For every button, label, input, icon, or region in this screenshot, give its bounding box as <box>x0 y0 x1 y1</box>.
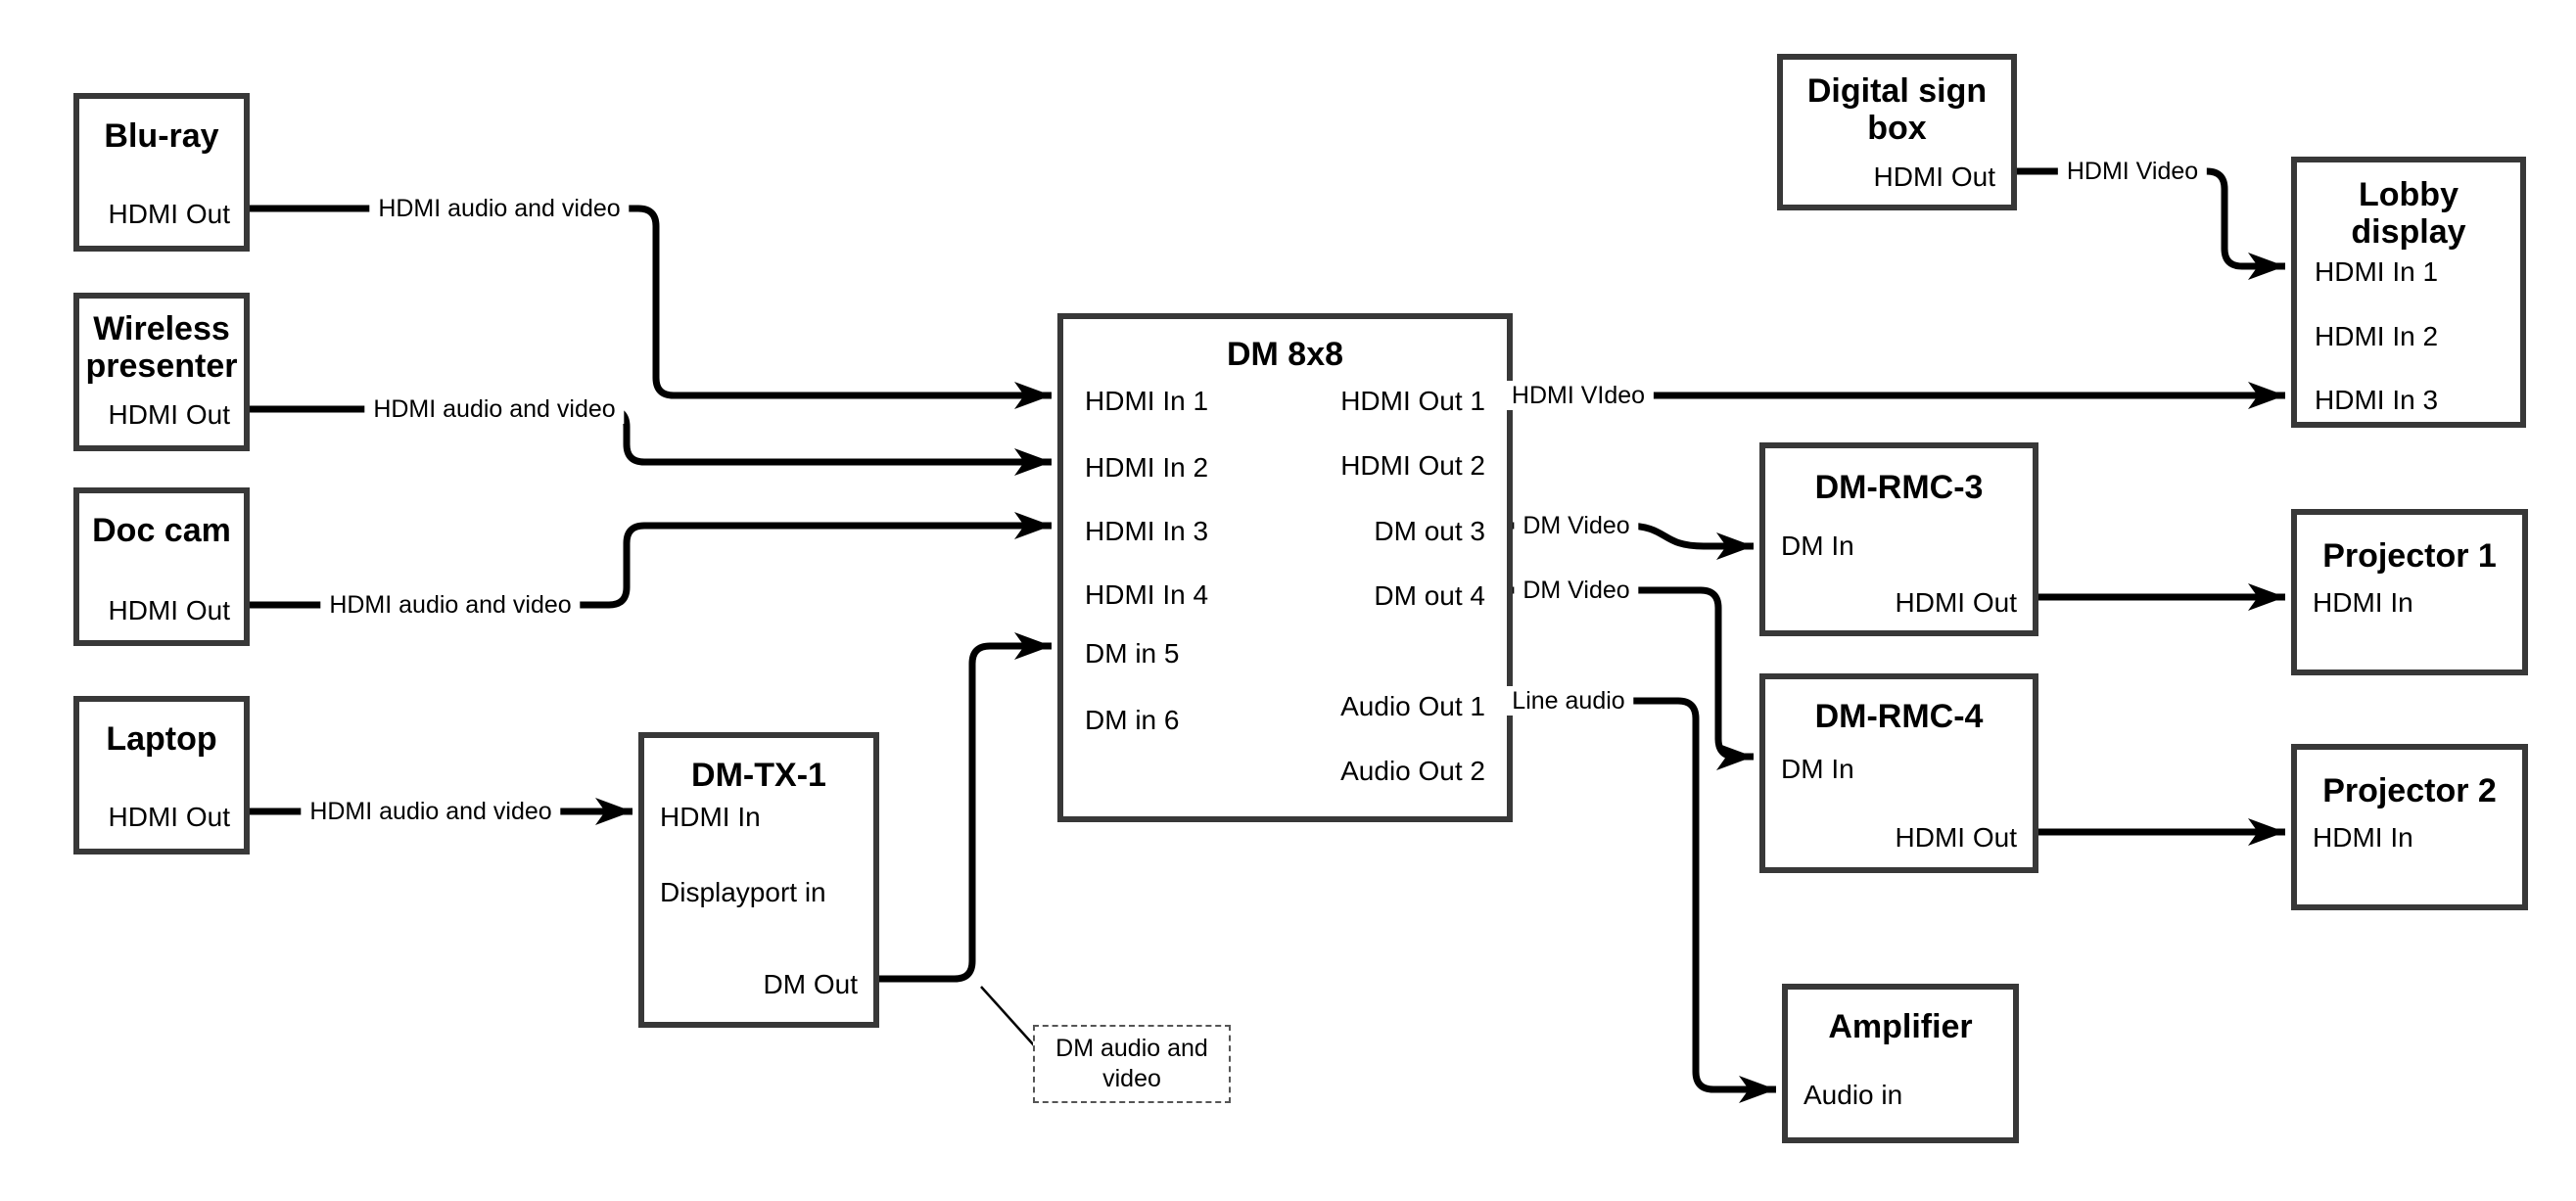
node-lobby-display: Lobby display HDMI In 1 HDMI In 2 HDMI I… <box>2291 157 2526 428</box>
node-title: Laptop <box>106 720 217 758</box>
wire-doccam-to-dm8x8 <box>250 512 1052 609</box>
node-title: DM-RMC-3 <box>1814 469 1984 506</box>
port-rmc3-dm-in: DM In <box>1781 531 1854 561</box>
port-dm8x8-hdmi-in-1: HDMI In 1 <box>1085 386 1209 416</box>
node-dm-tx-1: DM-TX-1 HDMI In Displayport in DM Out <box>638 732 879 1028</box>
callout-dm-audio-video: DM audio and video <box>1033 1025 1231 1103</box>
node-title: DM-TX-1 <box>691 757 826 794</box>
wire-audioout1-to-amp <box>1513 697 1776 1103</box>
port-dm8x8-hdmi-in-2: HDMI In 2 <box>1085 452 1209 483</box>
port-proj2-hdmi-in: HDMI In <box>2313 822 2413 853</box>
wire-bluray-to-dm8x8 <box>250 205 1052 409</box>
node-wireless-presenter: Wireless presenter HDMI Out <box>73 293 250 451</box>
node-projector-2: Projector 2 HDMI In <box>2291 744 2528 910</box>
node-laptop: Laptop HDMI Out <box>73 696 250 855</box>
wire-digitalsign-to-lobby <box>2017 167 2285 280</box>
callout-leader-line <box>980 986 1035 1046</box>
wire-label-audioout1-amp: Line audio <box>1503 686 1634 716</box>
port-dm8x8-hdmi-in-4: HDMI In 4 <box>1085 579 1209 610</box>
port-lobby-hdmi-in-2: HDMI In 2 <box>2315 321 2439 351</box>
port-dm8x8-dm-in-6: DM in 6 <box>1085 705 1180 735</box>
wire-label-doccam-dm8x8: HDMI audio and video <box>320 590 581 620</box>
node-title: Blu-ray <box>104 117 219 155</box>
wire-label-bluray-dm8x8: HDMI audio and video <box>369 194 630 223</box>
port-dm8x8-dm-out-3: DM out 3 <box>1374 516 1485 546</box>
node-amplifier: Amplifier Audio in <box>1782 984 2019 1143</box>
port-rmc4-hdmi-out: HDMI Out <box>1895 822 2017 853</box>
port-doccam-hdmi-out: HDMI Out <box>108 595 230 625</box>
port-lobby-hdmi-in-3: HDMI In 3 <box>2315 385 2439 415</box>
node-title: Doc cam <box>92 512 231 549</box>
port-dmtx1-hdmi-in: HDMI In <box>660 802 761 832</box>
node-title: Projector 2 <box>2322 772 2497 809</box>
node-bluray: Blu-ray HDMI Out <box>73 93 250 252</box>
node-title: Lobby display <box>2351 176 2466 251</box>
port-dm8x8-hdmi-in-3: HDMI In 3 <box>1085 516 1209 546</box>
node-dm-rmc-3: DM-RMC-3 DM In HDMI Out <box>1759 442 2038 636</box>
node-title: Wireless presenter <box>85 310 238 385</box>
node-title: DM-RMC-4 <box>1814 698 1984 735</box>
port-bluray-hdmi-out: HDMI Out <box>108 199 230 229</box>
port-dm8x8-dm-out-4: DM out 4 <box>1374 580 1485 611</box>
wire-dmout4-to-rmc4 <box>1513 586 1754 770</box>
wire-label-digitalsign-lobby: HDMI Video <box>2057 157 2208 186</box>
port-dm8x8-dm-in-5: DM in 5 <box>1085 638 1180 669</box>
wire-label-dmout3-rmc3: DM Video <box>1514 511 1639 540</box>
wire-dmtx1-to-dm8x8 <box>879 632 1052 983</box>
port-rmc4-dm-in: DM In <box>1781 754 1854 784</box>
wire-label-hdmiout1-lobby: HDMI VIdeo <box>1502 381 1655 410</box>
port-proj1-hdmi-in: HDMI In <box>2313 587 2413 618</box>
port-dm8x8-hdmi-out-2: HDMI Out 2 <box>1340 450 1485 481</box>
port-wireless-hdmi-out: HDMI Out <box>108 399 230 430</box>
node-dm-8x8: DM 8x8 HDMI In 1 HDMI In 2 HDMI In 3 HDM… <box>1057 313 1513 822</box>
node-title: Digital sign box <box>1806 72 1988 147</box>
wire-label-wireless-dm8x8: HDMI audio and video <box>364 394 625 424</box>
node-projector-1: Projector 1 HDMI In <box>2291 509 2528 675</box>
wire-label-dmout4-rmc4: DM Video <box>1514 576 1639 605</box>
node-digital-sign-box: Digital sign box HDMI Out <box>1777 54 2017 210</box>
node-title: Projector 1 <box>2322 537 2497 575</box>
port-dm8x8-audio-out-2: Audio Out 2 <box>1340 756 1485 786</box>
port-lobby-hdmi-in-1: HDMI In 1 <box>2315 256 2439 287</box>
wire-label-laptop-dmtx1: HDMI audio and video <box>301 797 561 826</box>
node-title: DM 8x8 <box>1226 336 1344 373</box>
node-title: Amplifier <box>1828 1008 1973 1045</box>
port-dmtx1-dm-out: DM Out <box>763 969 858 999</box>
port-dm8x8-hdmi-out-1: HDMI Out 1 <box>1340 386 1485 416</box>
node-dm-rmc-4: DM-RMC-4 DM In HDMI Out <box>1759 673 2038 873</box>
port-dmtx1-displayport-in: Displayport in <box>660 877 826 907</box>
port-digitalsign-hdmi-out: HDMI Out <box>1873 162 1995 192</box>
port-rmc3-hdmi-out: HDMI Out <box>1895 587 2017 618</box>
port-amp-audio-in: Audio in <box>1803 1080 1903 1110</box>
node-doc-cam: Doc cam HDMI Out <box>73 487 250 646</box>
port-dm8x8-audio-out-1: Audio Out 1 <box>1340 691 1485 721</box>
port-laptop-hdmi-out: HDMI Out <box>108 802 230 832</box>
